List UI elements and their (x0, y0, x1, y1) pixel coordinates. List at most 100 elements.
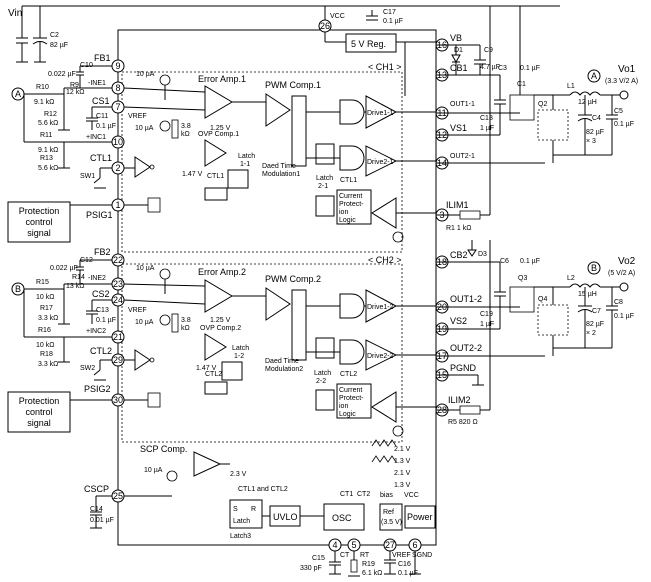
ch2-pwm-comp (265, 287, 291, 321)
c7-count: × 2 (586, 330, 596, 337)
latch3-r: R (251, 506, 256, 513)
ch1-pwm-label: PWM Comp.1 (265, 80, 321, 90)
svg-text:10: 10 (113, 137, 123, 147)
ch1-deadtime-block (291, 95, 307, 167)
vin-section: Vin C2 82 µF (8, 5, 400, 63)
svg-text:7: 7 (115, 102, 120, 112)
ch1-current-logic (336, 189, 372, 225)
vo1-value: (3.3 V/2 A) (605, 78, 638, 85)
svg-text:Protect-: Protect- (339, 201, 364, 208)
ch1-ctl-gate: CTL1 (340, 177, 357, 184)
b-marker-right (587, 261, 601, 275)
svg-text:control: control (25, 217, 52, 227)
ch1-src10b: 10 µA (135, 125, 154, 132)
ch2-ovp-label: OVP Comp.2 (200, 325, 241, 332)
c6-label: C6 (500, 258, 509, 265)
ch2-deadtime-block (291, 289, 307, 361)
fb2-label: FB2 (94, 247, 111, 257)
r11-label: R11 (40, 132, 52, 139)
svg-text:4: 4 (332, 540, 337, 550)
ch2-ctl-latch: CTL2 (205, 371, 222, 378)
ine2-label: -INE2 (88, 275, 106, 282)
c11-value: 0.1 µF (96, 123, 116, 130)
c6-value: 0.1 µF (520, 258, 540, 265)
ch1-ctl-latch: CTL1 (207, 173, 224, 180)
svg-text:6: 6 (412, 540, 417, 550)
r12-value: 5.6 kΩ (38, 120, 58, 127)
vs1-label: VS1 (450, 123, 467, 133)
ch1-latch11-b: 1-1 (240, 161, 250, 168)
svg-text:29: 29 (113, 355, 123, 365)
ch2-pwm-label: PWM Comp.2 (265, 274, 321, 284)
ct1-label: CT1 (340, 491, 353, 498)
uvlo-label: UVLO (273, 512, 298, 522)
latch3-latch: Latch (233, 518, 250, 525)
c4-label: C4 (592, 115, 601, 122)
ch1-latch11-a: Latch (238, 153, 255, 160)
osc-label: OSC (332, 513, 352, 523)
c9-label: C9 (484, 47, 493, 54)
svg-text:22: 22 (113, 255, 123, 265)
scp-src: 10 µA (144, 467, 163, 474)
osc-v13b: 1.3 V (394, 482, 411, 489)
ch2-left-network: 22 FB2 23 -INE2 24 CS2 21 +INC2 29 CTL2 … (7, 247, 125, 433)
ch2-modulation: Modulation2 (265, 366, 303, 373)
ch2-ovp-comp (204, 333, 227, 361)
q2-label: Q2 (538, 101, 547, 108)
r10-value: 9.1 kΩ (34, 99, 54, 106)
svg-text:B: B (15, 284, 21, 294)
ch1-drive1-label: Drive1-1 (367, 110, 394, 117)
ch1-latch-2-1 (315, 143, 335, 165)
bias-label: bias (380, 492, 393, 499)
q3-label: Q3 (518, 275, 527, 282)
ch2-and-gate-1 (339, 293, 365, 319)
c15-value: 330 pF (300, 565, 322, 572)
ch1-modulation: Modulation1 (262, 171, 300, 178)
c15-label: C15 (312, 555, 325, 562)
scp-comparator (193, 451, 222, 477)
ch1-error-amp (204, 85, 233, 119)
svg-text:Protection: Protection (19, 396, 60, 406)
c2-label: C2 (50, 32, 59, 39)
ch2-error-amp (204, 279, 233, 313)
ctl2-pin-label: CTL2 (90, 346, 112, 356)
ch1-right-pins: 16 VB 13 CB1 11 OUT1-1 12 VS1 14 OUT2-1 … (220, 5, 638, 232)
cscp-label: CSCP (84, 484, 109, 494)
ch2-ref147: 1.47 V (196, 365, 217, 372)
r11-value: 9.1 kΩ (38, 147, 58, 154)
ch2-deadtime: Daed Time (265, 358, 299, 365)
svg-text:signal: signal (27, 228, 51, 238)
c13-value: 0.1 µF (96, 317, 116, 324)
r10-label: R10 (36, 84, 49, 91)
r15-value: 10 kΩ (36, 294, 54, 301)
c14-value: 0.01 µF (90, 517, 114, 524)
osc-v21b: 2.1 V (394, 470, 411, 477)
ch2-latch22-b: 2-2 (316, 378, 326, 385)
protection-box-1 (7, 201, 71, 243)
pgnd-label: PGND (450, 363, 477, 373)
c7-label: C7 (592, 308, 601, 315)
r14-label: R14 (72, 274, 85, 281)
c10-value: 0.022 µF (48, 71, 76, 78)
svg-text:23: 23 (113, 279, 123, 289)
scp-ref: 2.3 V (230, 471, 247, 478)
q4-label: Q4 (538, 296, 547, 303)
ch1-r38: 3.8 (181, 123, 191, 130)
c11-label: C11 (96, 113, 108, 120)
svg-text:Protect-: Protect- (339, 395, 364, 402)
sw1-label: SW1 (80, 173, 95, 180)
svg-text:2: 2 (115, 163, 120, 173)
l1-label: L1 (567, 83, 575, 90)
ch1-label: < CH1 > (368, 62, 402, 72)
ch1-ctl-buffer (134, 156, 151, 178)
c19-label: C19 (480, 311, 493, 318)
r1-label: R1 1 kΩ (446, 225, 471, 232)
ch2-ctl-buffer (134, 349, 151, 371)
r9-value: 12 kΩ (66, 89, 84, 96)
ch1-latch21-a: Latch (316, 175, 333, 182)
c5-value: 0.1 µF (614, 121, 634, 128)
vcc-bottom-label: VCC (404, 492, 419, 499)
c14-label: C14 (90, 506, 103, 513)
ch1-erramp-label: Error Amp.1 (198, 74, 246, 84)
sw2-label: SW2 (80, 365, 95, 372)
